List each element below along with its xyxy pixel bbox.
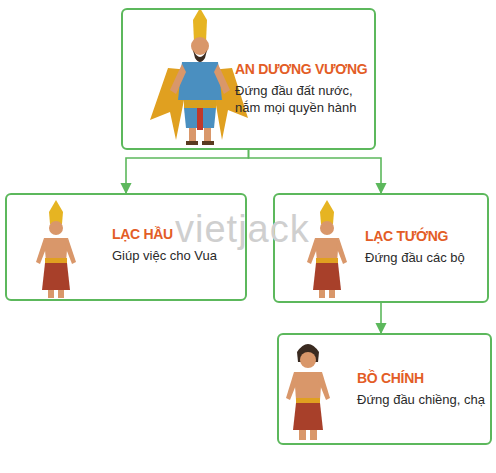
node-description: Đứng đầu đất nước, nắm mọi quyền hành <box>235 82 370 116</box>
ruler-box: AN DƯƠNG VƯƠNG Đứng đầu đất nước, nắm mọi… <box>121 8 376 150</box>
node-title: BỒ CHÍNH <box>357 370 424 386</box>
node-text: LẠC TƯỚNG Đứng đầu các bộ <box>365 227 483 266</box>
node-text: AN DƯƠNG VƯƠNG Đứng đầu đất nước, nắm mọi… <box>235 60 370 116</box>
node-description: Đứng đầu chiềng, chạ <box>357 391 486 408</box>
node-title: LẠC HẦU <box>112 226 173 242</box>
lac-hau-figure <box>36 200 76 298</box>
lac-tuong-figure <box>307 200 347 298</box>
watermark: vietjack <box>175 208 310 251</box>
node-title: AN DƯƠNG VƯƠNG <box>235 61 367 77</box>
node-text: BỒ CHÍNH Đứng đầu chiềng, chạ <box>357 369 486 408</box>
node-description: Đứng đầu các bộ <box>365 249 483 266</box>
hierarchy-arrow <box>249 150 382 193</box>
king-figure <box>150 8 248 145</box>
bo-chinh-figure <box>286 344 330 440</box>
hierarchy-arrow <box>126 150 249 193</box>
hierarchy-arrow <box>380 303 382 333</box>
official-box: BỒ CHÍNH Đứng đầu chiềng, chạ <box>277 333 492 445</box>
node-title: LẠC TƯỚNG <box>365 228 448 244</box>
